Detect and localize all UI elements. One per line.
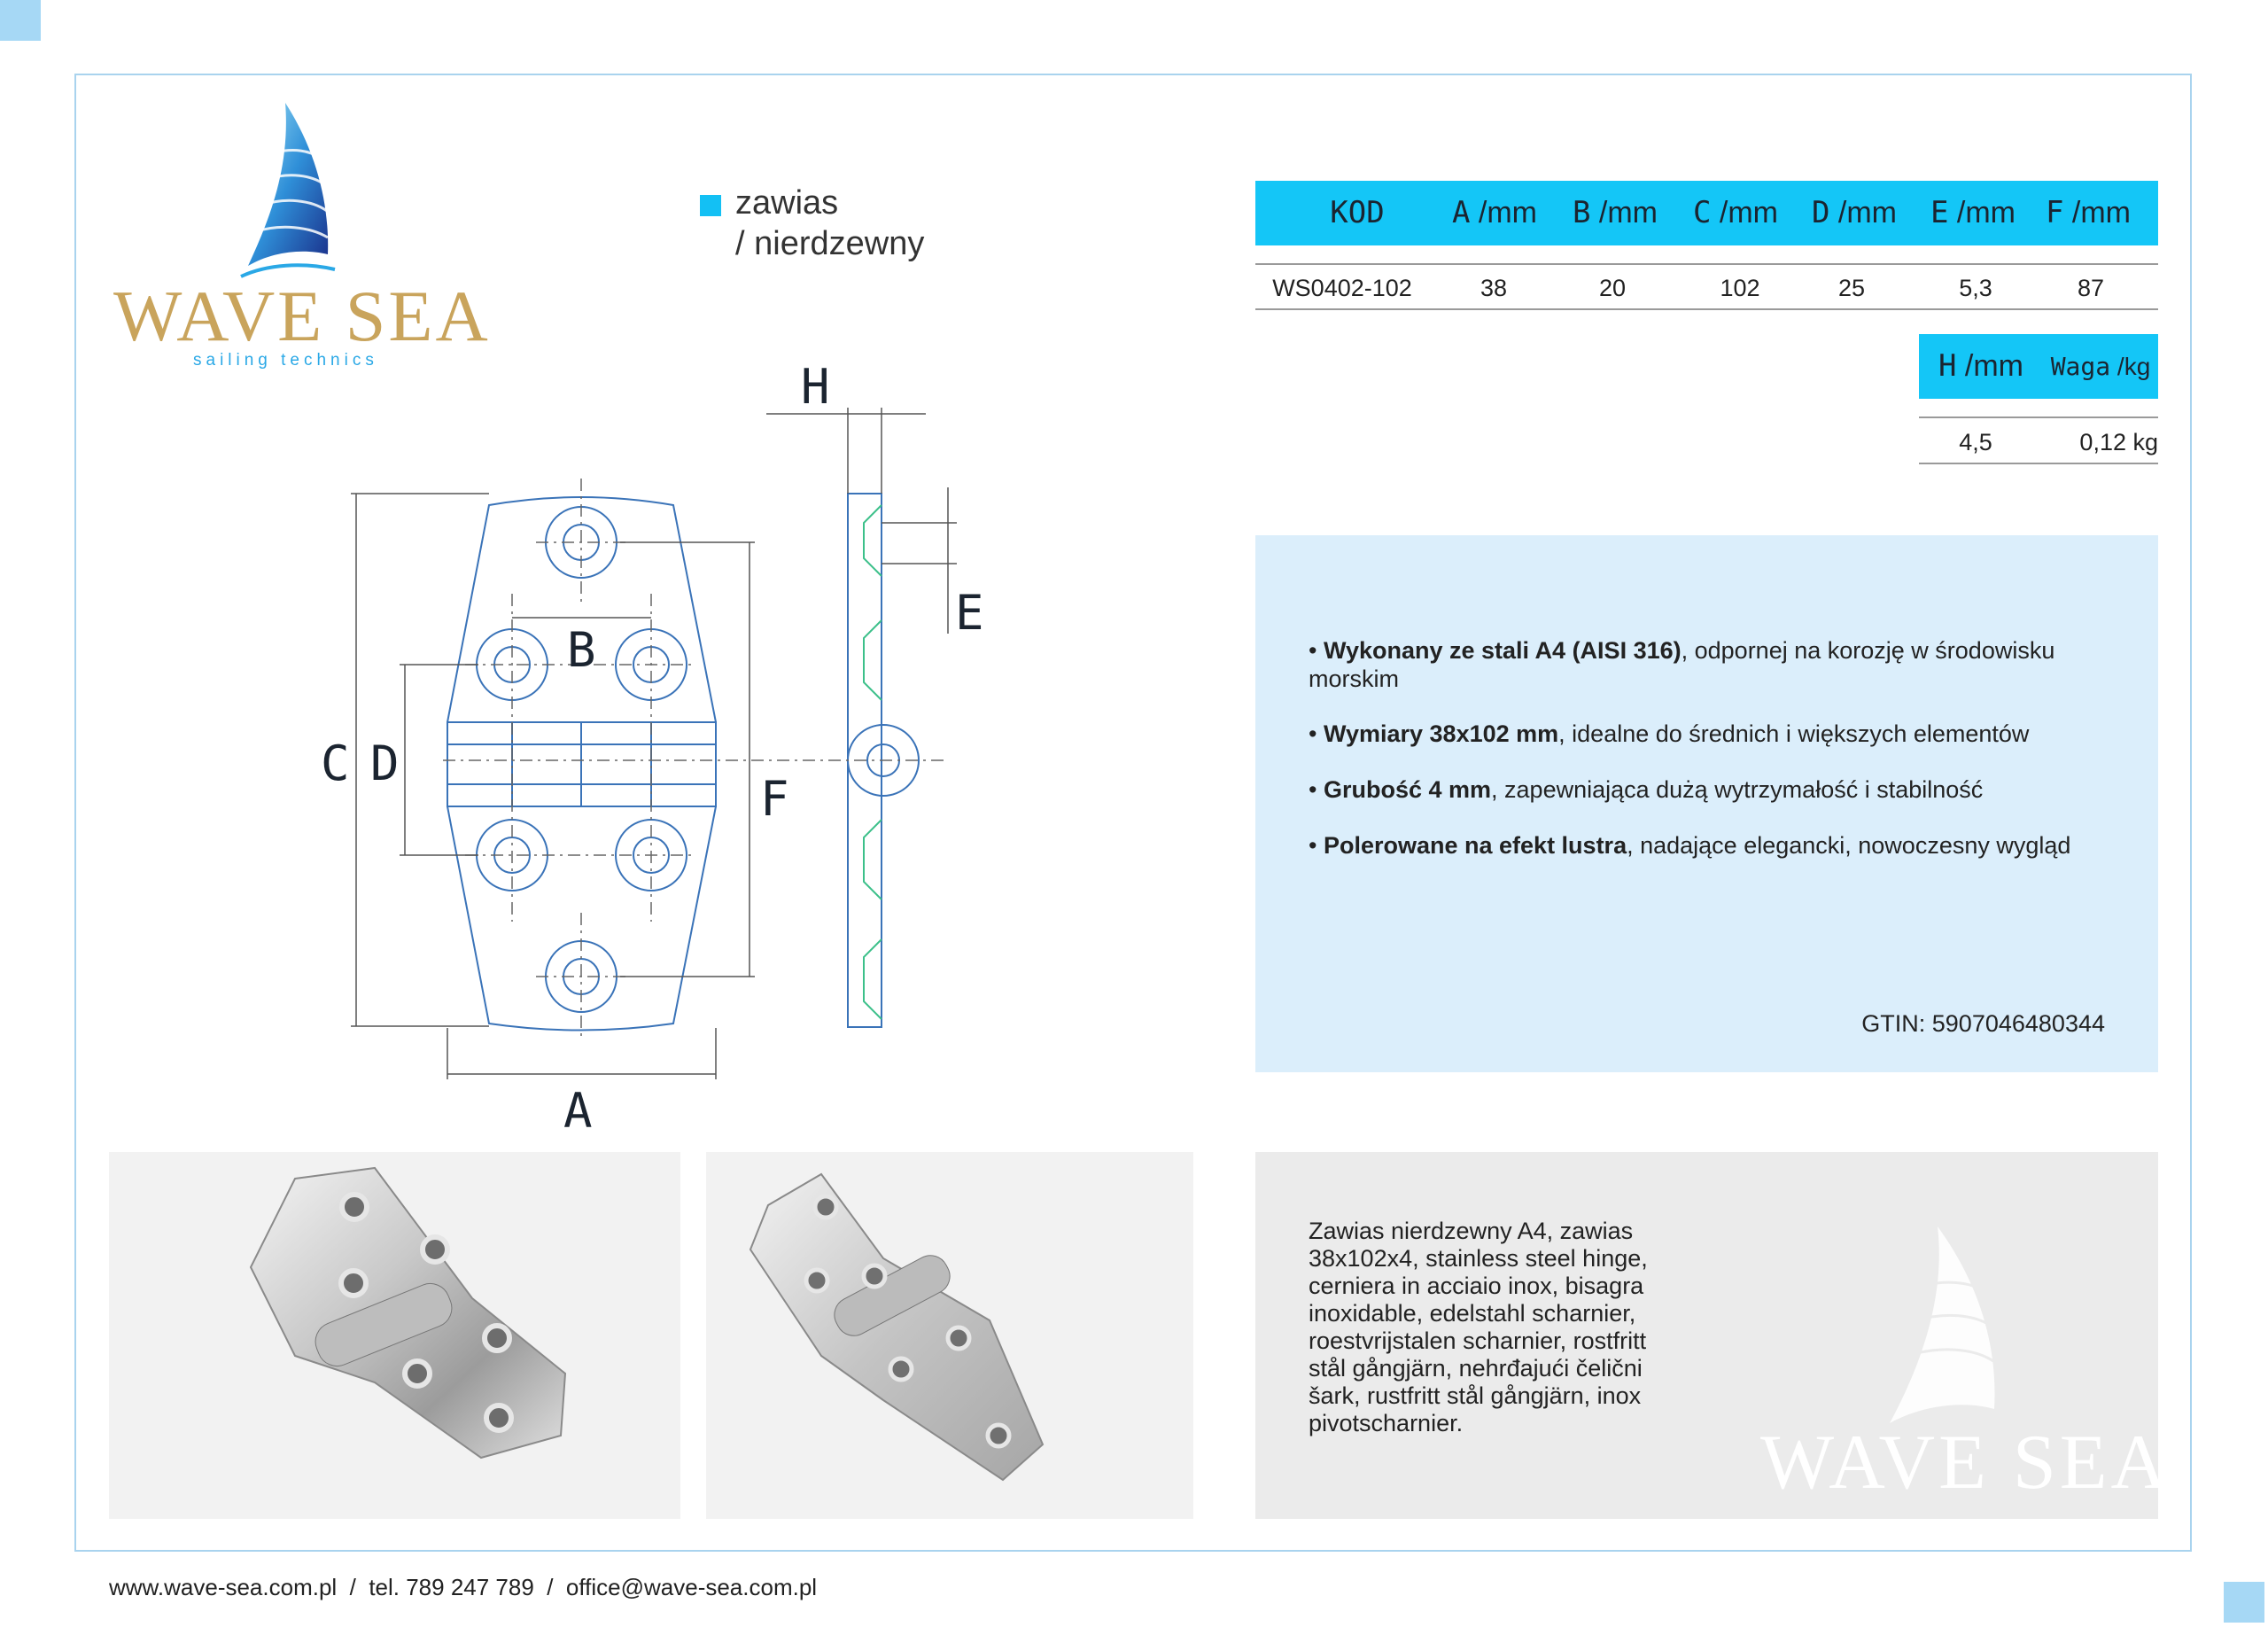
- sail-logo-icon: [240, 103, 336, 278]
- table-rule: [1255, 263, 2158, 265]
- dim-label-f: F: [760, 771, 789, 827]
- col-header-d: D /mm: [1811, 195, 1898, 230]
- col-header-c: C /mm: [1692, 195, 1779, 230]
- dim-label-h: H: [801, 359, 830, 415]
- cell-f: 87: [2077, 275, 2105, 301]
- product-title: zawias: [735, 184, 839, 222]
- col-header-e: E /mm: [1930, 195, 2016, 230]
- heading-bullet-square: [700, 195, 721, 216]
- brand-tagline: sailing technics: [193, 351, 378, 370]
- col-header-kod: KOD: [1330, 195, 1385, 230]
- col-header-b: B /mm: [1572, 195, 1658, 230]
- cell-waga: 0,12 kg: [2079, 429, 2158, 455]
- cell-a: 38: [1480, 275, 1508, 301]
- product-photo-1: [109, 1152, 680, 1519]
- brand-name: WAVE SEA: [113, 276, 491, 356]
- description-box: Zawias nierdzewny A4, zawias 38x102x4, s…: [1255, 1152, 2158, 1519]
- spec-table-header-2: H /mm Waga /kg: [1919, 334, 2158, 399]
- corner-square-bottom-right: [2224, 1582, 2264, 1623]
- dim-label-b: B: [567, 622, 596, 678]
- corner-square-top-left: [0, 0, 41, 41]
- col-header-h: H /mm: [1938, 348, 2024, 384]
- feature-item: • Polerowane na efekt lustra, nadające e…: [1309, 832, 2071, 859]
- cell-b: 20: [1598, 275, 1627, 301]
- col-header-a: A /mm: [1451, 195, 1538, 230]
- feature-item: • Wykonany ze stali A4 (AISI 316), odpor…: [1309, 637, 2055, 692]
- dim-label-a: A: [563, 1083, 593, 1134]
- gtin-code: GTIN: 5907046480344: [1861, 1010, 2105, 1037]
- product-description: Zawias nierdzewny A4, zawias 38x102x4, s…: [1309, 1218, 1648, 1436]
- footer-contact: www.wave-sea.com.pl / tel. 789 247 789 /…: [109, 1574, 818, 1600]
- product-photo-2: [706, 1152, 1193, 1519]
- cell-d: 25: [1837, 275, 1866, 301]
- technical-drawing: C D B F A H E: [321, 359, 984, 1134]
- table-rule: [1919, 416, 2158, 418]
- col-header-waga: Waga /kg: [2050, 352, 2151, 381]
- cell-c: 102: [1720, 275, 1760, 301]
- feature-item: • Wymiary 38x102 mm, idealne do średnich…: [1309, 720, 2030, 747]
- cell-h: 4,5: [1959, 429, 1992, 455]
- dim-label-c: C: [321, 736, 350, 791]
- feature-item: • Grubość 4 mm, zapewniająca dużą wytrzy…: [1309, 776, 1984, 803]
- product-subtitle: / nierdzewny: [735, 225, 925, 262]
- dim-label-d: D: [370, 736, 400, 791]
- cell-kod: WS0402-102: [1272, 275, 1412, 301]
- table-rule: [1255, 308, 2158, 310]
- content-frame: [74, 74, 2192, 1552]
- col-header-f: F /mm: [2045, 195, 2132, 230]
- dim-label-e: E: [955, 585, 984, 641]
- table-rule: [1919, 463, 2158, 464]
- cell-e: 5,3: [1959, 275, 1992, 301]
- spec-table-header: KOD A /mm B /mm C /mm D /mm E /mm F /mm: [1255, 181, 2158, 245]
- watermark-sail-icon: [1890, 1226, 1995, 1423]
- hinge-outline: [447, 496, 717, 1031]
- watermark-text: WAVE SEA: [1760, 1420, 2158, 1506]
- features-box: • Wykonany ze stali A4 (AISI 316), odpor…: [1255, 535, 2158, 1072]
